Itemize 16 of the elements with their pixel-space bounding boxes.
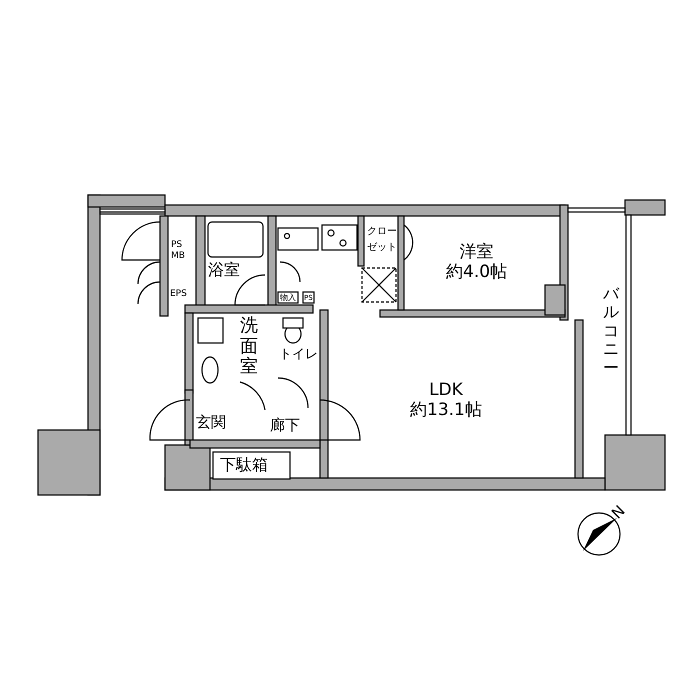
room-name: トイレ	[279, 347, 318, 363]
storage-label: 物入	[280, 294, 296, 302]
floor-area: 約13.1帖	[410, 400, 482, 421]
shaft-label: PS	[171, 241, 182, 250]
room-name: LDK	[428, 380, 464, 400]
room-name: バルコニー	[603, 285, 619, 377]
floor-area: 約4.0帖	[446, 262, 508, 283]
room-name: 廊下	[270, 416, 300, 434]
shaft-label: MB	[171, 252, 185, 261]
north-label: N	[609, 503, 628, 522]
room-name: 玄関	[196, 413, 226, 431]
shaft-label: EPS	[170, 290, 187, 299]
room-name: 浴室	[208, 260, 240, 280]
room-name: 洗面室	[240, 316, 258, 378]
room-name: 洋室	[458, 242, 495, 262]
room-name: クローゼット	[365, 224, 399, 256]
